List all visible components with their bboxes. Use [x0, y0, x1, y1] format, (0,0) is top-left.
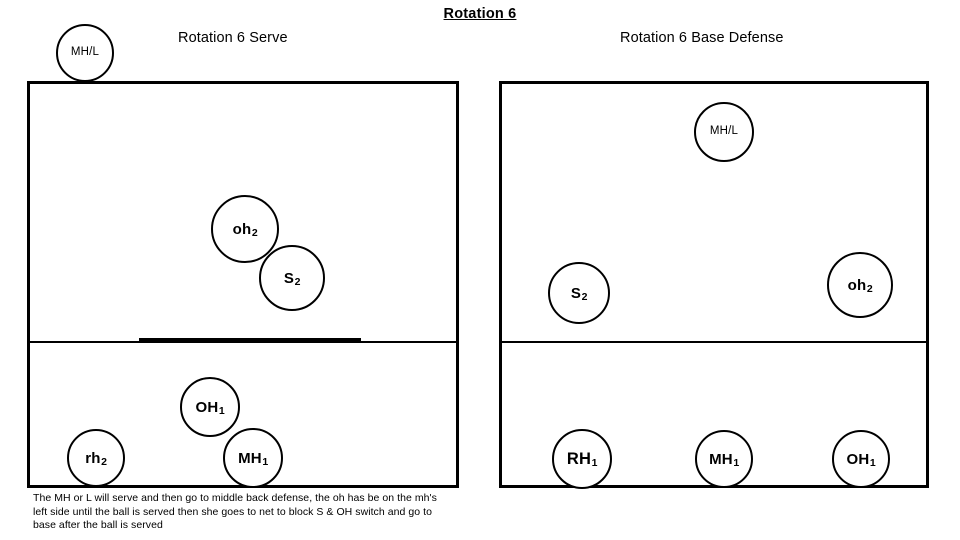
- player-label-subscript: 1: [733, 456, 740, 469]
- player-label: RH1: [566, 449, 598, 469]
- player-label-subscript: 1: [591, 456, 598, 469]
- player-label-subscript: 2: [294, 275, 301, 288]
- player-token-serve-s2[interactable]: S2: [259, 245, 325, 311]
- player-label: S2: [283, 269, 301, 288]
- player-label: oh2: [847, 276, 873, 295]
- player-token-base-defense-mhl[interactable]: MH/L: [694, 102, 754, 162]
- player-label: MH1: [238, 449, 269, 468]
- player-token-serve-oh1[interactable]: OH1: [180, 377, 240, 437]
- player-label: S2: [570, 284, 588, 303]
- player-label: MH/L: [70, 46, 100, 59]
- attack-line-base-defense: [499, 341, 929, 343]
- instructions-caption: The MH or L will serve and then go to mi…: [33, 492, 437, 532]
- player-label-subscript: 1: [262, 455, 269, 468]
- court-serve: [27, 81, 459, 488]
- panel-title-base-defense: Rotation 6 Base Defense: [620, 30, 784, 46]
- player-label: oh2: [232, 220, 258, 239]
- player-token-serve-mh1[interactable]: MH1: [223, 428, 283, 488]
- panel-title-serve: Rotation 6 Serve: [178, 30, 288, 46]
- player-label: OH1: [195, 398, 225, 417]
- player-label-subscript: 2: [251, 226, 258, 239]
- player-token-base-defense-s2[interactable]: S2: [548, 262, 610, 324]
- player-label-subscript: 2: [866, 282, 873, 295]
- player-token-serve-mhl[interactable]: MH/L: [56, 24, 114, 82]
- player-label-subscript: 2: [101, 455, 108, 468]
- player-token-base-defense-oh2[interactable]: oh2: [827, 252, 893, 318]
- player-label: OH1: [846, 450, 876, 469]
- attack-line-serve: [27, 341, 459, 343]
- player-token-serve-rh2[interactable]: rh2: [67, 429, 125, 487]
- player-label: rh2: [85, 449, 108, 468]
- player-token-base-defense-oh1[interactable]: OH1: [832, 430, 890, 488]
- player-token-serve-oh2[interactable]: oh2: [211, 195, 279, 263]
- player-token-base-defense-mh1[interactable]: MH1: [695, 430, 753, 488]
- player-label: MH/L: [709, 125, 739, 138]
- player-label: MH1: [709, 450, 740, 469]
- player-label-subscript: 1: [218, 404, 225, 417]
- player-token-base-defense-rh1[interactable]: RH1: [552, 429, 612, 489]
- player-label-subscript: 2: [581, 290, 588, 303]
- player-label-subscript: 1: [869, 456, 876, 469]
- page-title: Rotation 6: [443, 6, 517, 22]
- net-segment-serve: [139, 338, 361, 342]
